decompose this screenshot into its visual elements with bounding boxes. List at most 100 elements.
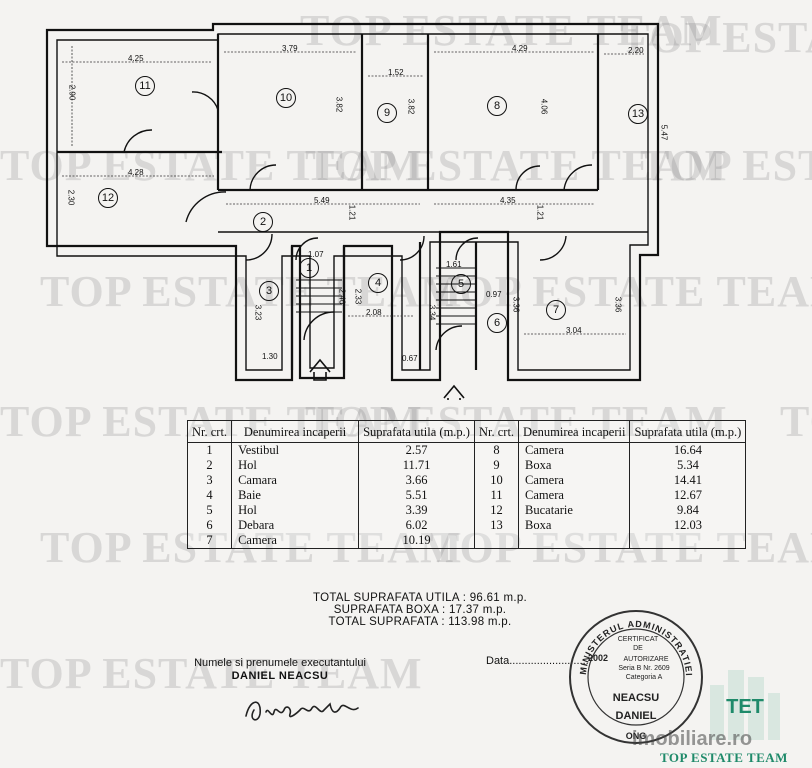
row-nr: 10 bbox=[473, 473, 520, 488]
dimension-label: 1.21 bbox=[347, 204, 357, 221]
dimension-label: 4.06 bbox=[539, 98, 549, 115]
room-number-9: 9 bbox=[377, 103, 397, 123]
dimension-label: 2.30 bbox=[66, 189, 76, 206]
outer-wall bbox=[45, 22, 660, 382]
entrance-arrow-icon bbox=[309, 358, 331, 381]
dimension-label: 4.35 bbox=[500, 196, 516, 205]
row-name: Camera bbox=[518, 473, 631, 488]
storage-area: SUPRAFATA BOXA : 17.37 m.p. bbox=[333, 604, 507, 616]
header-nr: Nr. crt. bbox=[473, 420, 520, 443]
dimension-label: 0.67 bbox=[402, 354, 418, 363]
row-area: 12.67 bbox=[629, 488, 747, 503]
row-name: Baie bbox=[231, 488, 360, 503]
row-name: Boxa bbox=[518, 518, 631, 533]
watermark: TOP ESTATE TEAM bbox=[40, 267, 463, 316]
svg-text:2002: 2002 bbox=[588, 653, 608, 663]
room-areas-table: Nr. crt. Denumirea incaperii Suprafata u… bbox=[186, 420, 747, 549]
room-number-12: 12 bbox=[98, 188, 118, 208]
dimension-label: 1.07 bbox=[308, 250, 324, 259]
area-totals: TOTAL SUPRAFATA UTILA : 96.61 m.p. SUPRA… bbox=[300, 592, 540, 628]
watermark: TOP ESTATE TEAM bbox=[620, 13, 812, 62]
svg-text:TET: TET bbox=[726, 696, 764, 718]
row-nr: 6 bbox=[186, 518, 233, 533]
dimension-label: 5.47 bbox=[659, 124, 669, 141]
row-name bbox=[518, 533, 631, 549]
dimension-label: 3.04 bbox=[566, 326, 582, 335]
row-nr: 7 bbox=[186, 533, 233, 549]
svg-text:Categoria A: Categoria A bbox=[626, 674, 663, 681]
svg-text:AUTORIZARE: AUTORIZARE bbox=[624, 656, 669, 663]
row-area: 10.19 bbox=[358, 533, 475, 549]
svg-text:CERTIFICAT: CERTIFICAT bbox=[618, 636, 659, 643]
row-area bbox=[629, 533, 747, 549]
dimension-label: 1.52 bbox=[388, 68, 404, 77]
room-number-2: 2 bbox=[253, 212, 273, 232]
room-number-11: 11 bbox=[135, 76, 155, 96]
row-name: Hol bbox=[231, 503, 360, 518]
row-nr: 9 bbox=[473, 458, 520, 473]
watermark: TOP ESTATE TEAM bbox=[430, 267, 812, 316]
row-nr bbox=[473, 533, 520, 549]
row-name: Camara bbox=[231, 473, 360, 488]
row-name: Boxa bbox=[518, 458, 631, 473]
company-name: TOP ESTATE TEAM bbox=[660, 750, 788, 765]
row-area: 14.41 bbox=[629, 473, 747, 488]
row-nr: 1 bbox=[186, 442, 233, 458]
row-name: Camera bbox=[231, 533, 360, 549]
row-name: Hol bbox=[231, 458, 360, 473]
row-nr: 13 bbox=[473, 518, 520, 533]
room-number-13: 13 bbox=[628, 104, 648, 124]
watermark: TOP ESTATE TEAM bbox=[640, 141, 812, 190]
row-name: Camera bbox=[518, 442, 631, 458]
header-name: Denumirea incaperii bbox=[231, 420, 360, 443]
executor-label: Numele si prenumele executantului bbox=[194, 657, 366, 669]
executor-name: DANIEL NEACSU bbox=[231, 670, 329, 682]
executor-block: Numele si prenumele executantului DANIEL… bbox=[160, 657, 400, 683]
row-area: 2.57 bbox=[358, 442, 475, 458]
header-area: Suprafata utila (m.p.) bbox=[358, 420, 475, 443]
header-name: Denumirea incaperii bbox=[518, 420, 631, 443]
svg-text:DE: DE bbox=[633, 645, 643, 652]
row-nr: 4 bbox=[186, 488, 233, 503]
site-watermark: imobiliare.ro bbox=[632, 728, 753, 750]
dimension-label: 1.21 bbox=[535, 204, 545, 221]
dimension-label: 1.30 bbox=[262, 352, 278, 361]
date-label: Data.......................... bbox=[486, 655, 589, 667]
dimension-label: 3.82 bbox=[334, 96, 344, 113]
row-area: 12.03 bbox=[629, 518, 747, 533]
table-header-row: Nr. crt. Denumirea incaperii Suprafata u… bbox=[186, 420, 747, 443]
dimension-label: 3.79 bbox=[282, 44, 298, 53]
row-area: 5.51 bbox=[358, 488, 475, 503]
header-area: Suprafata utila (m.p.) bbox=[629, 420, 747, 443]
row-area: 6.02 bbox=[358, 518, 475, 533]
row-area: 16.64 bbox=[629, 442, 747, 458]
row-name: Bucatarie bbox=[518, 503, 631, 518]
total-area: TOTAL SUPRAFATA : 113.98 m.p. bbox=[328, 616, 512, 628]
header-nr: Nr. crt. bbox=[186, 420, 233, 443]
row-area: 3.39 bbox=[358, 503, 475, 518]
svg-text:DANIEL: DANIEL bbox=[616, 710, 657, 722]
dimension-label: 2.90 bbox=[67, 84, 77, 101]
svg-text:ONG: ONG bbox=[626, 731, 647, 741]
row-nr: 2 bbox=[186, 458, 233, 473]
row-name: Vestibul bbox=[231, 442, 360, 458]
signature-icon bbox=[245, 701, 359, 721]
row-nr: 11 bbox=[473, 488, 520, 503]
row-area: 5.34 bbox=[629, 458, 747, 473]
svg-text:Seria B Nr. 2609: Seria B Nr. 2609 bbox=[618, 665, 669, 672]
row-nr: 8 bbox=[473, 442, 520, 458]
row-name: Debara bbox=[231, 518, 360, 533]
row-nr: 5 bbox=[186, 503, 233, 518]
svg-text:NEACSU: NEACSU bbox=[613, 692, 660, 704]
row-nr: 12 bbox=[473, 503, 520, 518]
dimension-label: 4.25 bbox=[128, 54, 144, 63]
row-area: 9.84 bbox=[629, 503, 747, 518]
inner-wall bbox=[56, 33, 649, 371]
